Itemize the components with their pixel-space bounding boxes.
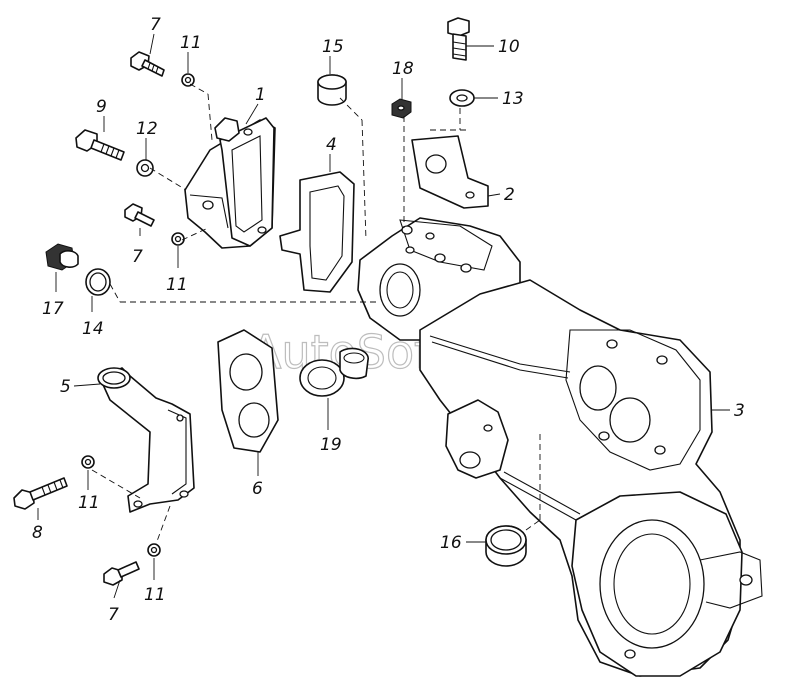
bolt-9 [75, 129, 125, 161]
callout-16: 16 [440, 533, 462, 553]
bolt-7-bottom [103, 561, 140, 586]
plug-18 [391, 98, 412, 119]
callout-4: 4 [326, 135, 337, 155]
callout-11-middle: 11 [166, 275, 188, 295]
callout-14: 14 [82, 319, 104, 339]
ring-16 [485, 525, 527, 567]
outlet-pipe-5 [97, 367, 195, 513]
callout-5: 5 [60, 377, 71, 397]
callout-8: 8 [32, 523, 43, 543]
callout-12: 12 [136, 119, 158, 139]
callout-3: 3 [734, 401, 745, 421]
callout-1: 1 [255, 85, 266, 105]
callout-15: 15 [322, 37, 344, 57]
callout-11-lower: 11 [78, 493, 100, 513]
callout-7-middle: 7 [132, 247, 143, 267]
leader-lines [37, 33, 730, 599]
thermostat-19 [299, 347, 369, 397]
gasket-4 [279, 171, 355, 293]
plug-15 [317, 74, 347, 106]
bolt-8 [13, 477, 68, 510]
callout-7-top: 7 [150, 15, 161, 35]
callout-10: 10 [498, 37, 520, 57]
callout-18: 18 [392, 59, 414, 79]
callout-17: 17 [42, 299, 64, 319]
callout-19: 19 [320, 435, 342, 455]
housing-1 [184, 117, 276, 249]
callout-2: 2 [504, 185, 515, 205]
callout-7-bottom: 7 [108, 605, 119, 625]
callout-13: 13 [502, 89, 524, 109]
callout-labels: 7 11 1 9 12 7 11 15 18 10 13 2 4 17 14 5… [32, 15, 745, 625]
gasket-6 [217, 329, 279, 453]
callout-6: 6 [252, 479, 263, 499]
callout-11-top: 11 [180, 33, 202, 53]
bolt-10 [447, 17, 470, 61]
callout-9: 9 [96, 97, 107, 117]
bracket-2 [411, 135, 489, 209]
bolt-7-top [130, 51, 165, 77]
callout-11-bottom: 11 [144, 585, 166, 605]
plug-17 [45, 243, 79, 271]
bolt-7-middle [124, 203, 155, 227]
main-housing-3 [357, 217, 763, 677]
